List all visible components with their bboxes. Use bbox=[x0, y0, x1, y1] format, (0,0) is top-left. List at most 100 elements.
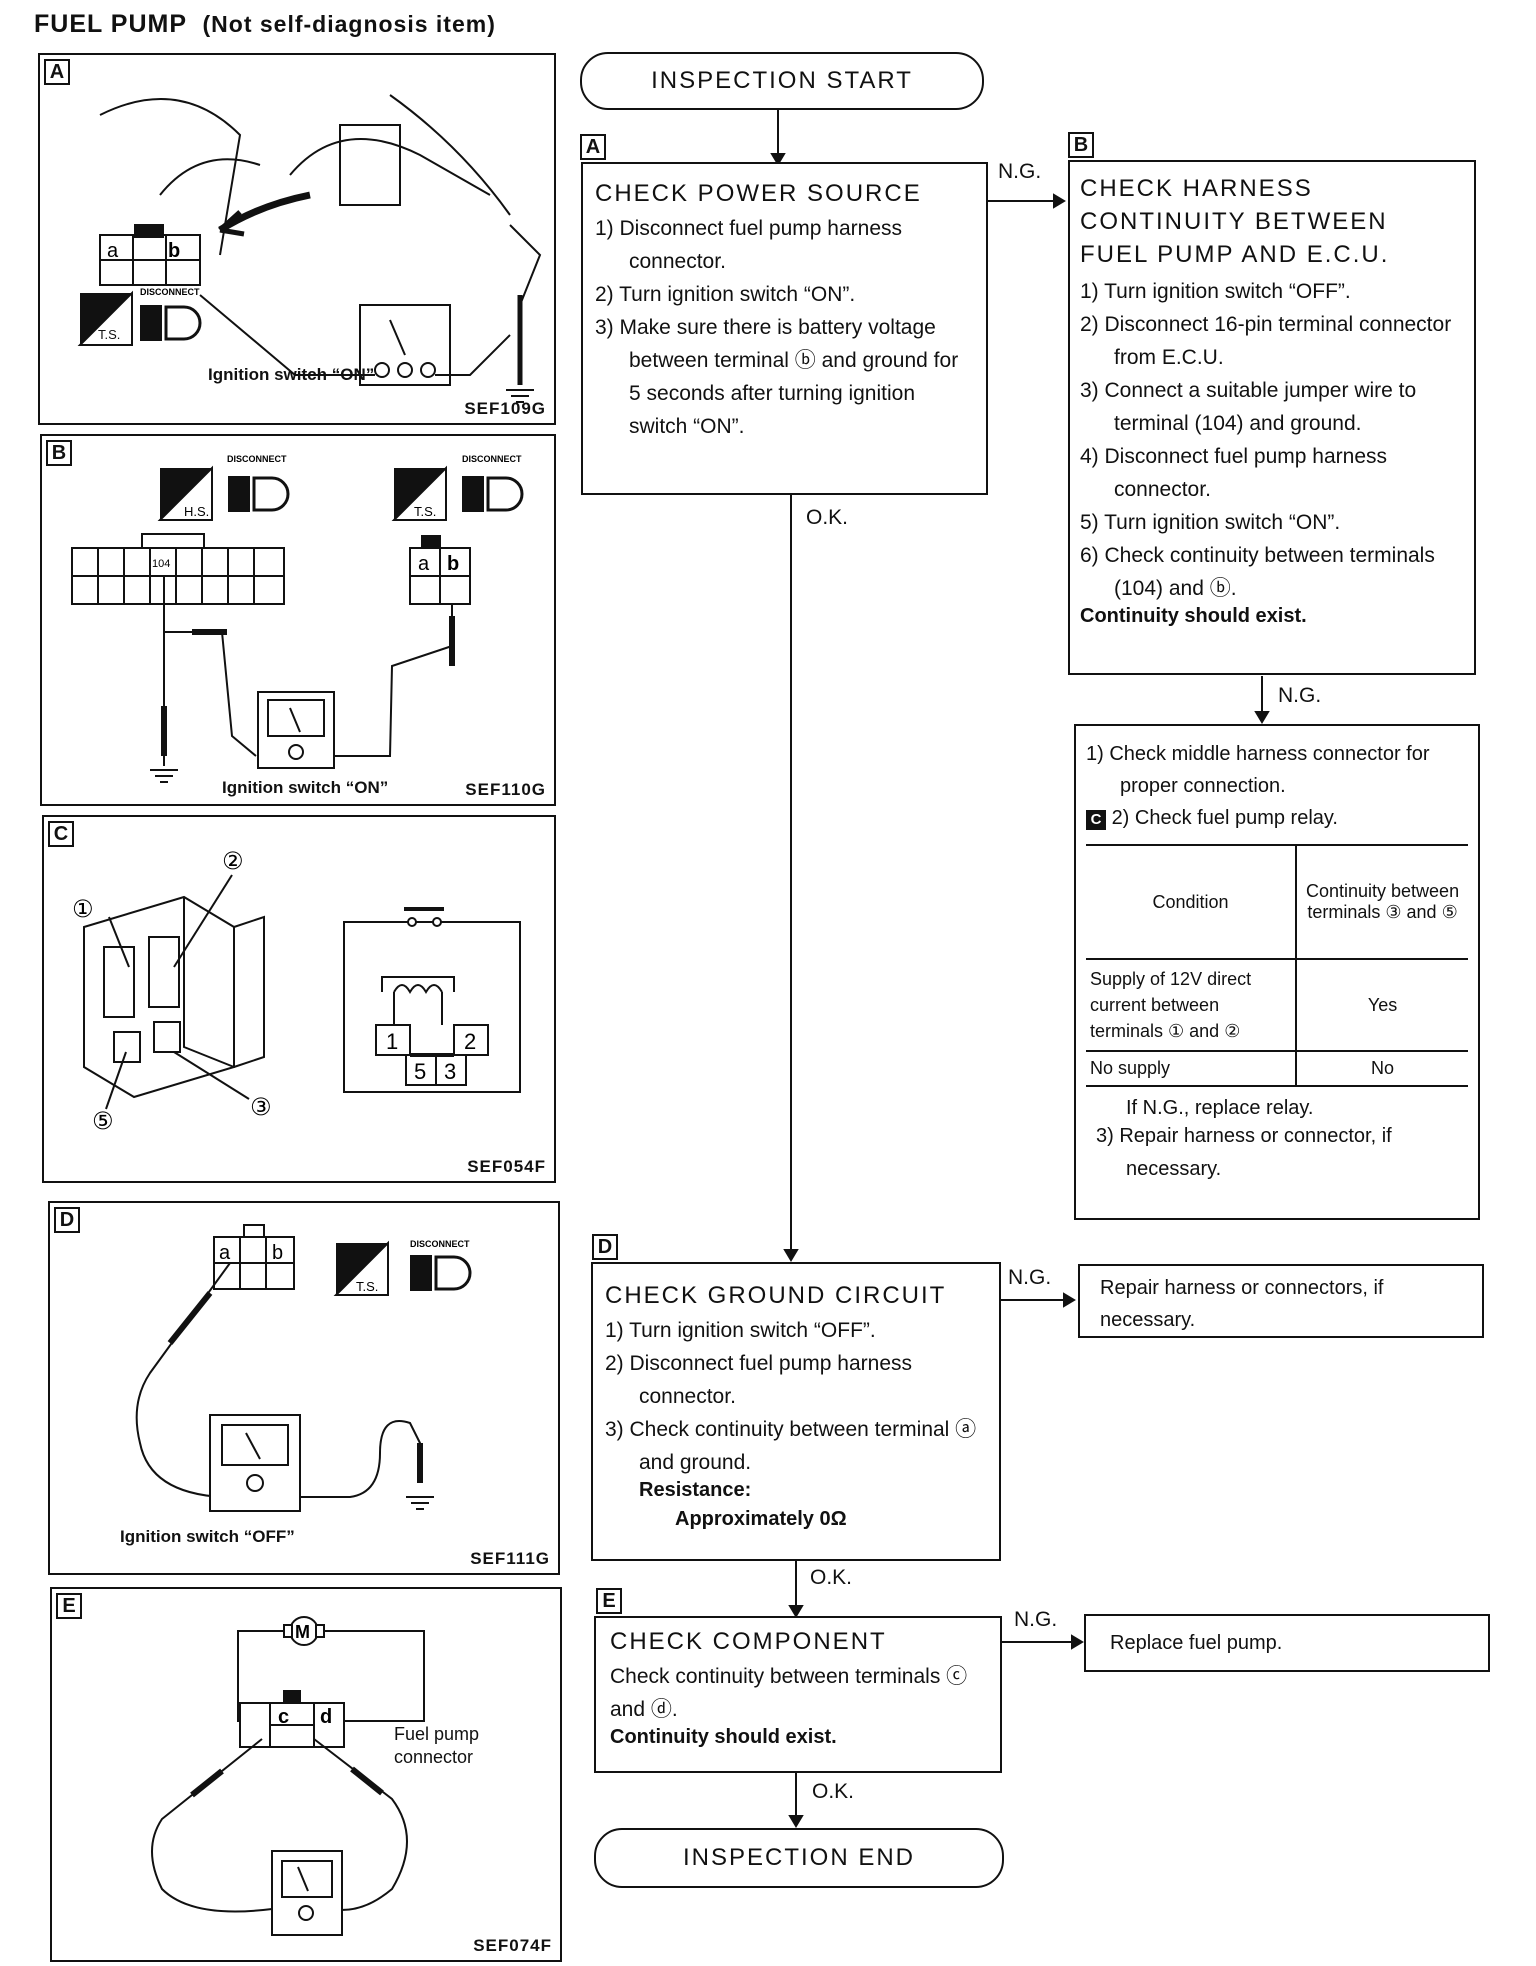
step-b-item-2: 2) Disconnect 16-pin terminal connector … bbox=[1080, 313, 1452, 369]
fig-d-code: SEF111G bbox=[470, 1549, 550, 1568]
header-condition: Condition bbox=[1086, 844, 1298, 959]
fig-c-code: SEF054F bbox=[467, 1157, 546, 1176]
repair-1-item-2: C 2) Check fuel pump relay. bbox=[1086, 802, 1468, 834]
table-row: Supply of 12V direct current between ter… bbox=[1086, 958, 1468, 1051]
fig-d-disconnect-icon: DISCONNECT bbox=[410, 1239, 472, 1291]
step-b-item-5: 5) Turn ignition switch “ON”. bbox=[1080, 511, 1341, 534]
fig-a-caption: Ignition switch “ON” bbox=[208, 365, 375, 384]
fig-c-n5: ⑤ bbox=[92, 1107, 114, 1135]
figure-d: D a b T.S. DISCONNECT bbox=[48, 1201, 560, 1575]
step-a-item-3: 3) Make sure there is battery voltage be… bbox=[595, 316, 959, 438]
repair-1-item-1: 1) Check middle harness connector for pr… bbox=[1086, 743, 1430, 797]
table-header-row: Condition Continuity between terminals ③… bbox=[1086, 844, 1468, 959]
figure-e-drawing: M c d bbox=[151, 1616, 425, 1936]
step-b-result: Continuity should exist. bbox=[1080, 605, 1307, 627]
header-continuity: Continuity between terminals ③ and ⑤ bbox=[1296, 844, 1468, 959]
fig-c-t1: 1 bbox=[386, 1029, 398, 1054]
step-e-result: Continuity should exist. bbox=[610, 1726, 837, 1748]
repair-box-1: 1) Check middle harness connector for pr… bbox=[1074, 724, 1480, 1220]
step-d-title: CHECK GROUND CIRCUIT bbox=[605, 1282, 947, 1309]
ng-label-e: N.G. bbox=[1014, 1608, 1058, 1631]
ok-label-a: O.K. bbox=[806, 506, 849, 529]
fig-b-ts-icon: T.S. bbox=[391, 465, 447, 521]
step-b-item-3: 3) Connect a suitable jumper wire to ter… bbox=[1080, 379, 1417, 435]
resistance-value: Approximately 0Ω bbox=[675, 1508, 847, 1530]
ok-label-d: O.K. bbox=[810, 1566, 853, 1589]
svg-text:T.S.: T.S. bbox=[356, 1279, 378, 1294]
svg-text:T.S.: T.S. bbox=[98, 327, 120, 342]
step-b-item-4: 4) Disconnect fuel pump harness connecto… bbox=[1080, 445, 1387, 501]
step-e-label: E bbox=[596, 1588, 622, 1614]
step-d-list: 1) Turn ignition switch “OFF”. 2) Discon… bbox=[605, 1314, 987, 1479]
figure-c-label: C bbox=[48, 821, 74, 847]
figure-b-label: B bbox=[46, 440, 72, 466]
fig-d-ts-icon: T.S. bbox=[333, 1240, 389, 1296]
step-a-label: A bbox=[580, 134, 606, 160]
figure-c: C 1 2 5 3 ① ② ⑤ ③ bbox=[42, 815, 556, 1183]
step-b-item-1: 1) Turn ignition switch “OFF”. bbox=[1080, 280, 1351, 303]
fig-b-disconnect-icon-1: DISCONNECT bbox=[227, 454, 290, 512]
step-d-box: CHECK GROUND CIRCUIT 1) Turn ignition sw… bbox=[591, 1262, 1001, 1561]
ng-label-a: N.G. bbox=[998, 160, 1042, 183]
relay-note: If N.G., replace relay. bbox=[1126, 1097, 1314, 1119]
row2-condition: No supply bbox=[1086, 1050, 1298, 1087]
figure-a: A a b T.S. bbox=[38, 53, 556, 425]
resistance-label: Resistance: bbox=[639, 1479, 752, 1501]
title-sub: (Not self-diagnosis item) bbox=[202, 11, 496, 37]
fig-e-pin-c: c bbox=[278, 1706, 289, 1728]
row1-condition: Supply of 12V direct current between ter… bbox=[1086, 958, 1298, 1051]
ng-label-b: N.G. bbox=[1278, 684, 1322, 707]
fig-c-t5: 5 bbox=[414, 1059, 426, 1084]
step-d-label: D bbox=[592, 1234, 618, 1260]
step-e-title: CHECK COMPONENT bbox=[610, 1628, 887, 1655]
fig-b-hs-icon: H.S. bbox=[157, 465, 213, 521]
repair-1-item-3: 3) Repair harness or connector, if neces… bbox=[1096, 1125, 1392, 1180]
page-title: FUEL PUMP (Not self-diagnosis item) bbox=[34, 10, 496, 39]
ok-label-e: O.K. bbox=[812, 1780, 855, 1803]
repair-1-item-2-text: 2) Check fuel pump relay. bbox=[1111, 807, 1338, 829]
figure-b: B H.S. DISCONNECT T.S. DISCONNECT bbox=[40, 434, 556, 806]
fig-e-pin-d: d bbox=[320, 1706, 332, 1728]
fig-d-pin-b: b bbox=[272, 1242, 283, 1264]
fig-e-motor: M bbox=[295, 1622, 310, 1642]
step-a-item-1: 1) Disconnect fuel pump harness connecto… bbox=[595, 217, 902, 273]
repair-box-2: Repair harness or connectors, if necessa… bbox=[1078, 1264, 1484, 1338]
fig-a-code: SEF109G bbox=[464, 399, 546, 418]
fig-d-pin-a: a bbox=[219, 1242, 231, 1264]
figure-c-drawing: 1 2 5 3 ① ② ⑤ ③ bbox=[72, 847, 521, 1135]
step-d-item-2: 2) Disconnect fuel pump harness connecto… bbox=[605, 1352, 912, 1408]
svg-text:DISCONNECT: DISCONNECT bbox=[140, 287, 200, 297]
fig-b-code: SEF110G bbox=[465, 780, 546, 799]
fig-a-ts-icon: T.S. bbox=[77, 290, 133, 346]
step-b-list: 1) Turn ignition switch “OFF”. 2) Discon… bbox=[1080, 275, 1464, 605]
step-d-item-3: 3) Check continuity between terminal ⓐ a… bbox=[605, 1418, 977, 1474]
step-b-item-6: 6) Check continuity between terminals (1… bbox=[1080, 544, 1435, 600]
step-e-box: CHECK COMPONENT Check continuity between… bbox=[594, 1616, 1002, 1773]
figure-a-label: A bbox=[44, 59, 70, 85]
fig-c-t3: 3 bbox=[444, 1059, 456, 1084]
ng-label-d: N.G. bbox=[1008, 1266, 1052, 1289]
fig-c-n1: ① bbox=[72, 895, 94, 923]
fig-a-pin-b: b bbox=[168, 240, 180, 262]
figure-b-drawing: H.S. DISCONNECT T.S. DISCONNECT bbox=[71, 454, 524, 783]
step-d-item-1: 1) Turn ignition switch “OFF”. bbox=[605, 1319, 876, 1342]
fig-b-pin-104: 104 bbox=[152, 558, 170, 570]
svg-text:T.S.: T.S. bbox=[414, 504, 436, 519]
fig-c-n2: ② bbox=[222, 847, 244, 875]
fig-c-n3: ③ bbox=[250, 1093, 272, 1121]
figure-e-label: E bbox=[56, 1593, 82, 1619]
row1-value: Yes bbox=[1296, 958, 1468, 1051]
inspection-start: INSPECTION START bbox=[580, 52, 984, 110]
figure-a-drawing: a b T.S. DISCONNECT bbox=[77, 94, 542, 403]
step-b-title: CHECK HARNESS CONTINUITY BETWEEN FUEL PU… bbox=[1080, 175, 1390, 268]
table-row: No supply No bbox=[1086, 1050, 1468, 1087]
svg-text:H.S.: H.S. bbox=[184, 504, 209, 519]
row2-value: No bbox=[1296, 1050, 1468, 1087]
fig-b-pin-b: b bbox=[447, 553, 459, 575]
fig-a-pin-a: a bbox=[107, 240, 119, 262]
repair-box-3: Replace fuel pump. bbox=[1084, 1614, 1490, 1672]
svg-text:DISCONNECT: DISCONNECT bbox=[410, 1239, 470, 1249]
step-b-label: B bbox=[1068, 132, 1094, 158]
fig-e-caption: Fuel pump connector bbox=[394, 1724, 480, 1767]
